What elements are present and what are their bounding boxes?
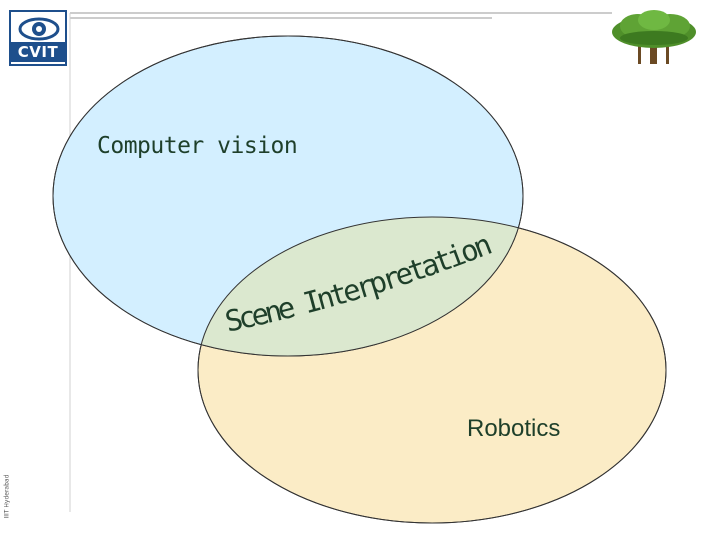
eye-icon — [18, 17, 60, 41]
computer-vision-label: Computer vision — [97, 133, 298, 159]
cvit-logo: CVIT — [9, 10, 67, 66]
robotics-label: Robotics — [467, 415, 561, 442]
tree-icon — [612, 10, 696, 64]
logo-text: CVIT — [11, 42, 65, 62]
intersection-region — [198, 217, 523, 356]
